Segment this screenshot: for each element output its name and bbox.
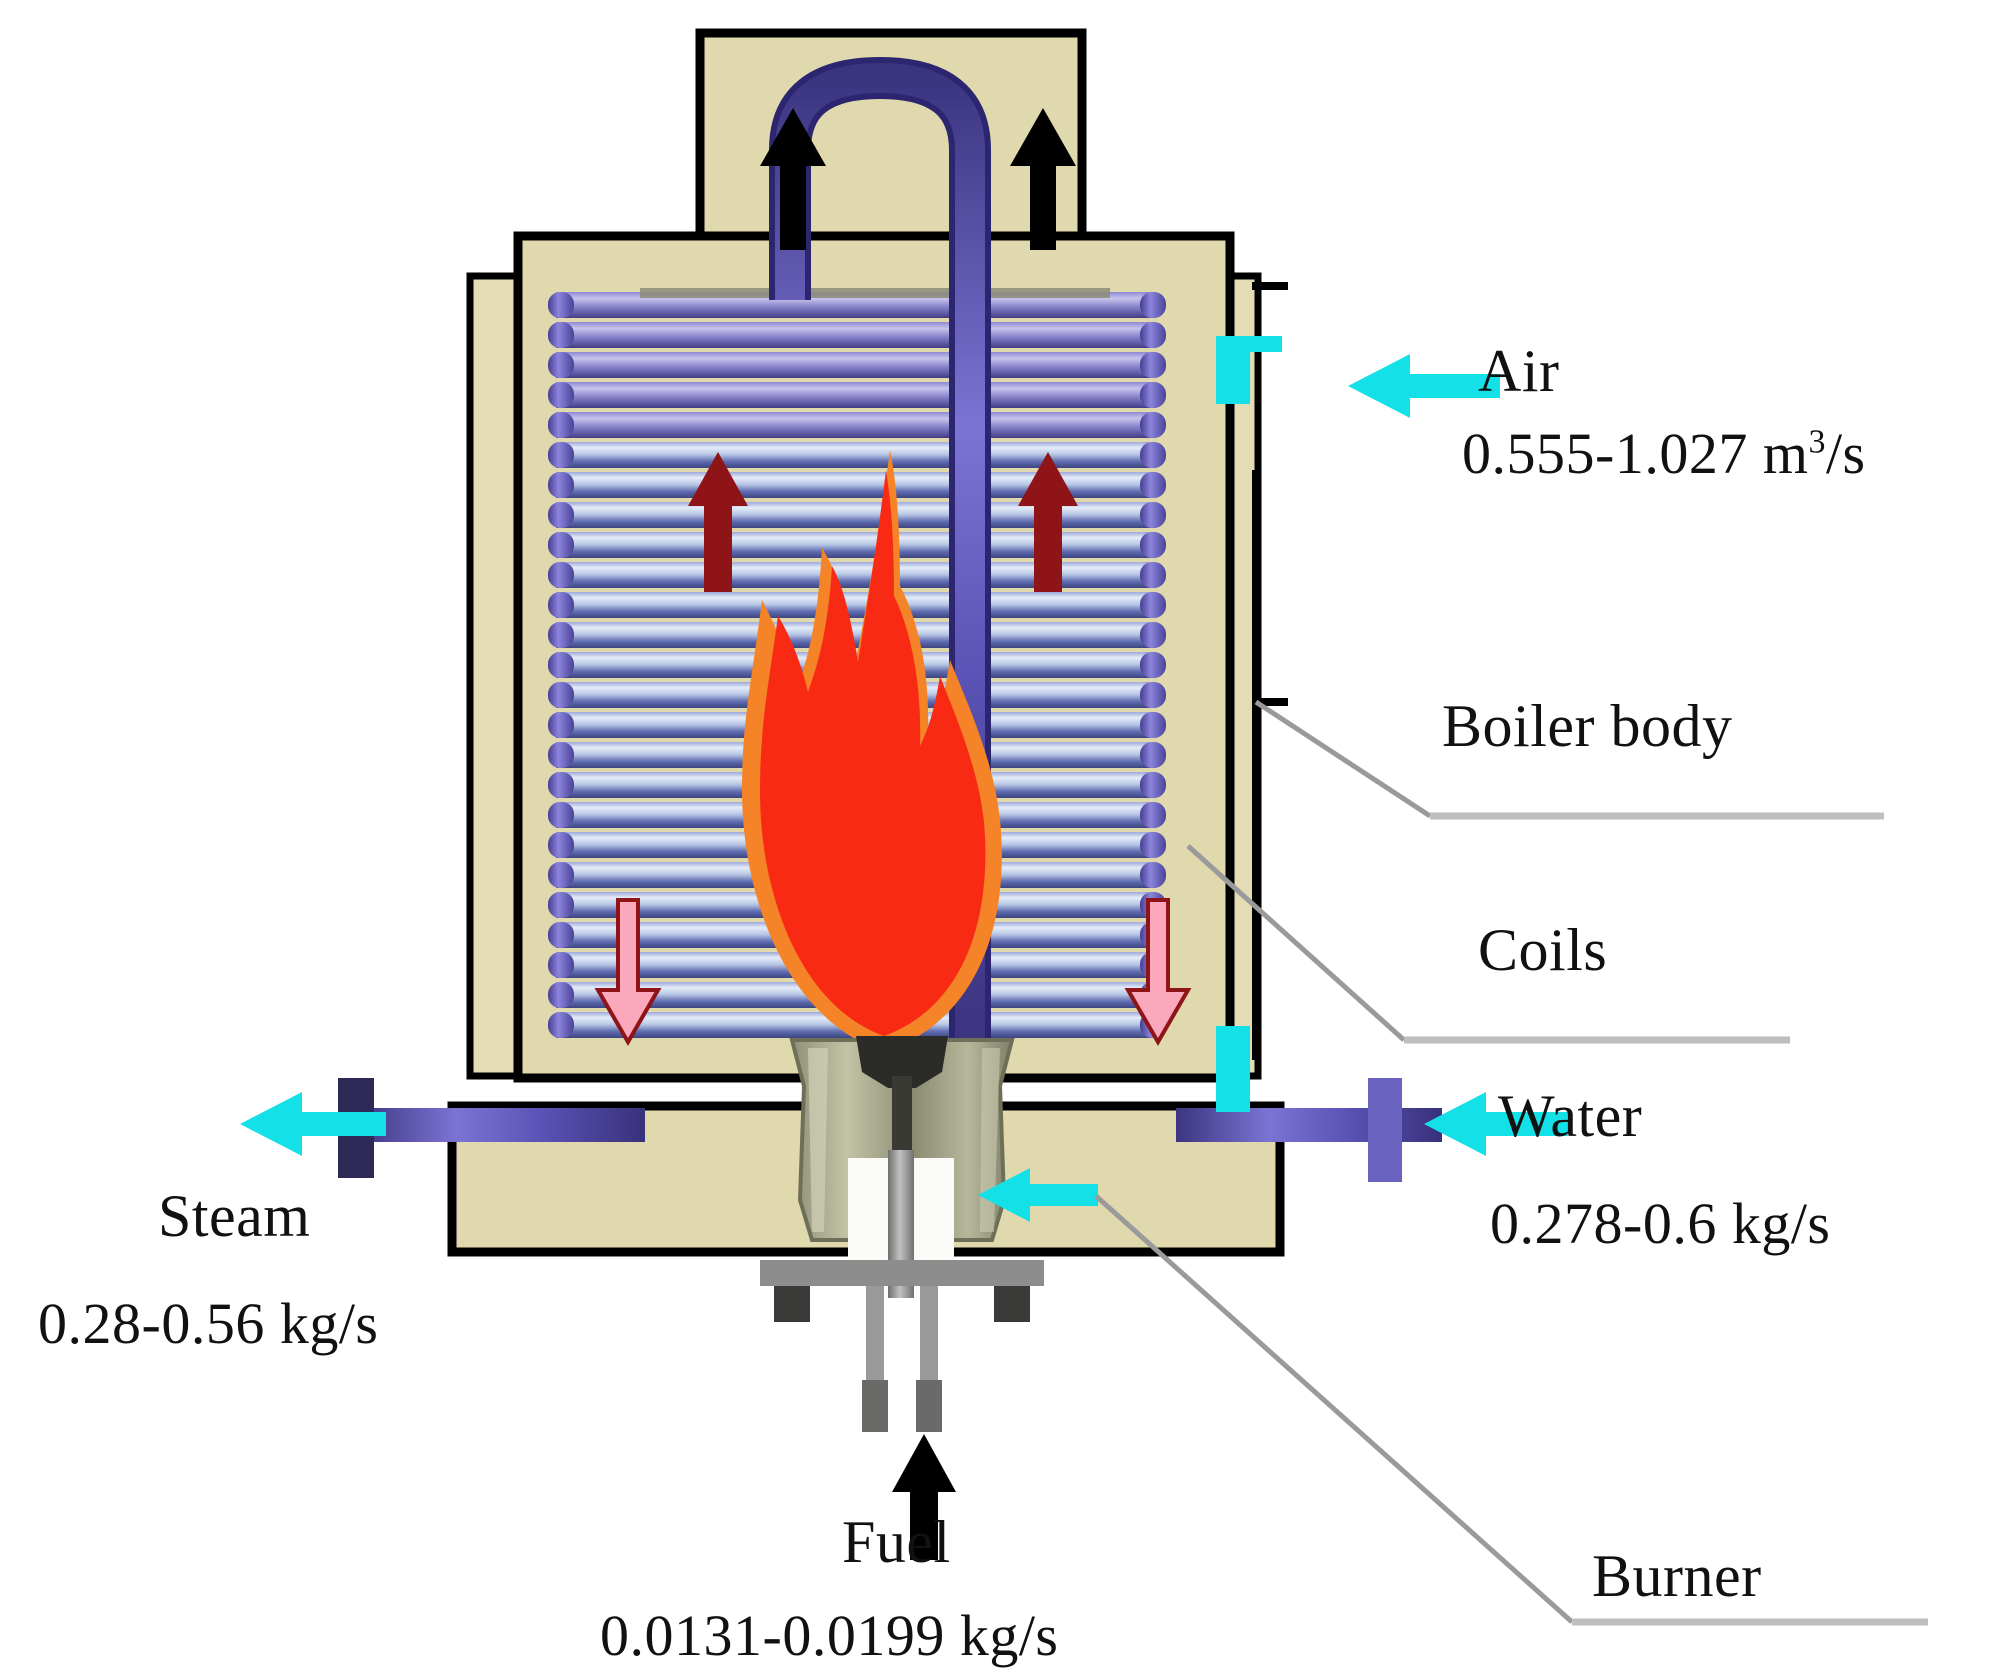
arrow-left-cyan-icon: [240, 1092, 386, 1156]
coils-label: Coils: [1478, 917, 1608, 983]
burner-icon: [760, 1036, 1044, 1432]
steam-label: Steam: [158, 1183, 311, 1249]
coil-tubes: [556, 292, 1156, 1038]
fuel-label: Fuel: [842, 1509, 951, 1575]
steam-value: 0.28-0.56 kg/s: [38, 1291, 379, 1356]
water-label: Water: [1498, 1083, 1643, 1149]
flame-icon: [742, 450, 1002, 1052]
arrow-left-cyan-icon: [1424, 1092, 1568, 1156]
arrow-down-pink-icon: [1124, 898, 1192, 1047]
coil-left-bends: [548, 292, 574, 1038]
arrow-down-cyan-icon: [1216, 336, 1282, 404]
arrow-up-black-icon: [892, 1434, 956, 1560]
arrow-left-cyan-icon: [978, 1168, 1098, 1222]
arrow-up-darkred-icon: [1018, 452, 1078, 592]
air-value: 0.555-1.027 m3/s: [1462, 421, 1866, 486]
burner-label: Burner: [1592, 1543, 1762, 1609]
fuel-value: 0.0131-0.0199 kg/s: [600, 1603, 1059, 1668]
arrow-up-black-icon: [1010, 108, 1076, 250]
leader-line-burner: [1094, 1194, 1928, 1626]
leader-line-boiler-body: [1254, 699, 1884, 820]
arrow-left-cyan-icon: [1348, 354, 1500, 418]
air-label: Air: [1478, 338, 1560, 404]
arrow-up-darkred-icon: [688, 452, 748, 592]
arrow-up-black-icon: [760, 108, 826, 250]
air-value-exponent: 3: [1808, 423, 1826, 461]
water-inlet-pipe: [1176, 1078, 1442, 1182]
leader-line-coils: [1186, 844, 1790, 1044]
boiler-body-label: Boiler body: [1442, 693, 1733, 759]
arrow-down-cyan-icon: [1216, 1026, 1250, 1112]
arrow-down-pink-icon: [594, 898, 662, 1047]
water-value: 0.278-0.6 kg/s: [1490, 1191, 1831, 1256]
